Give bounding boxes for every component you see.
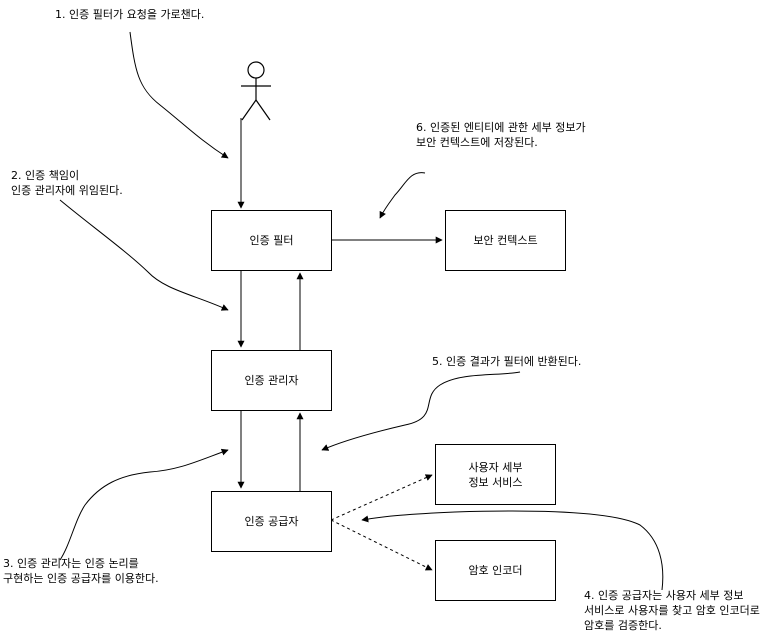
node-security-context-label: 보안 컨텍스트 bbox=[473, 234, 538, 247]
node-password-encoder[interactable]: 암호 인코더 bbox=[435, 540, 556, 601]
leader-note-6 bbox=[379, 172, 426, 219]
leader-note-5 bbox=[321, 371, 521, 451]
note-step-3: 3. 인증 관리자는 인증 논리를 구현하는 인증 공급자를 이용한다. bbox=[3, 557, 159, 585]
note-step-1: 1. 인증 필터가 요청을 가로챈다. bbox=[55, 8, 205, 21]
leader-note-2 bbox=[59, 199, 229, 311]
node-auth-filter-label: 인증 필터 bbox=[249, 234, 294, 247]
node-auth-provider[interactable]: 인증 공급자 bbox=[211, 491, 332, 552]
node-security-context[interactable]: 보안 컨텍스트 bbox=[445, 210, 566, 271]
note-step-6: 6. 인증된 엔티티에 관한 세부 정보가 보안 컨텍스트에 저장된다. bbox=[416, 121, 586, 149]
leader-note-1 bbox=[129, 31, 229, 159]
node-password-encoder-label: 암호 인코더 bbox=[468, 564, 523, 577]
actor-stick-figure-icon bbox=[241, 61, 271, 121]
leader-note-4 bbox=[361, 510, 664, 591]
note-step-5: 5. 인증 결과가 필터에 반환된다. bbox=[432, 355, 582, 368]
edge-provider-to-encoder bbox=[330, 519, 433, 571]
leader-note-3 bbox=[59, 448, 229, 561]
note-step-4: 4. 인증 공급자는 사용자 세부 정보 서비스로 사용자를 찾고 암호 인코더… bbox=[584, 589, 760, 632]
node-auth-manager[interactable]: 인증 관리자 bbox=[211, 350, 332, 411]
node-auth-filter[interactable]: 인증 필터 bbox=[211, 210, 332, 271]
node-user-details-service[interactable]: 사용자 세부 정보 서비스 bbox=[435, 444, 556, 505]
node-user-details-service-label: 사용자 세부 정보 서비스 bbox=[468, 460, 523, 489]
node-auth-provider-label: 인증 공급자 bbox=[244, 515, 299, 528]
edge-provider-to-user-service bbox=[330, 474, 433, 521]
node-auth-manager-label: 인증 관리자 bbox=[244, 374, 299, 387]
note-step-2: 2. 인증 책임이 인증 관리자에 위임된다. bbox=[11, 169, 123, 197]
